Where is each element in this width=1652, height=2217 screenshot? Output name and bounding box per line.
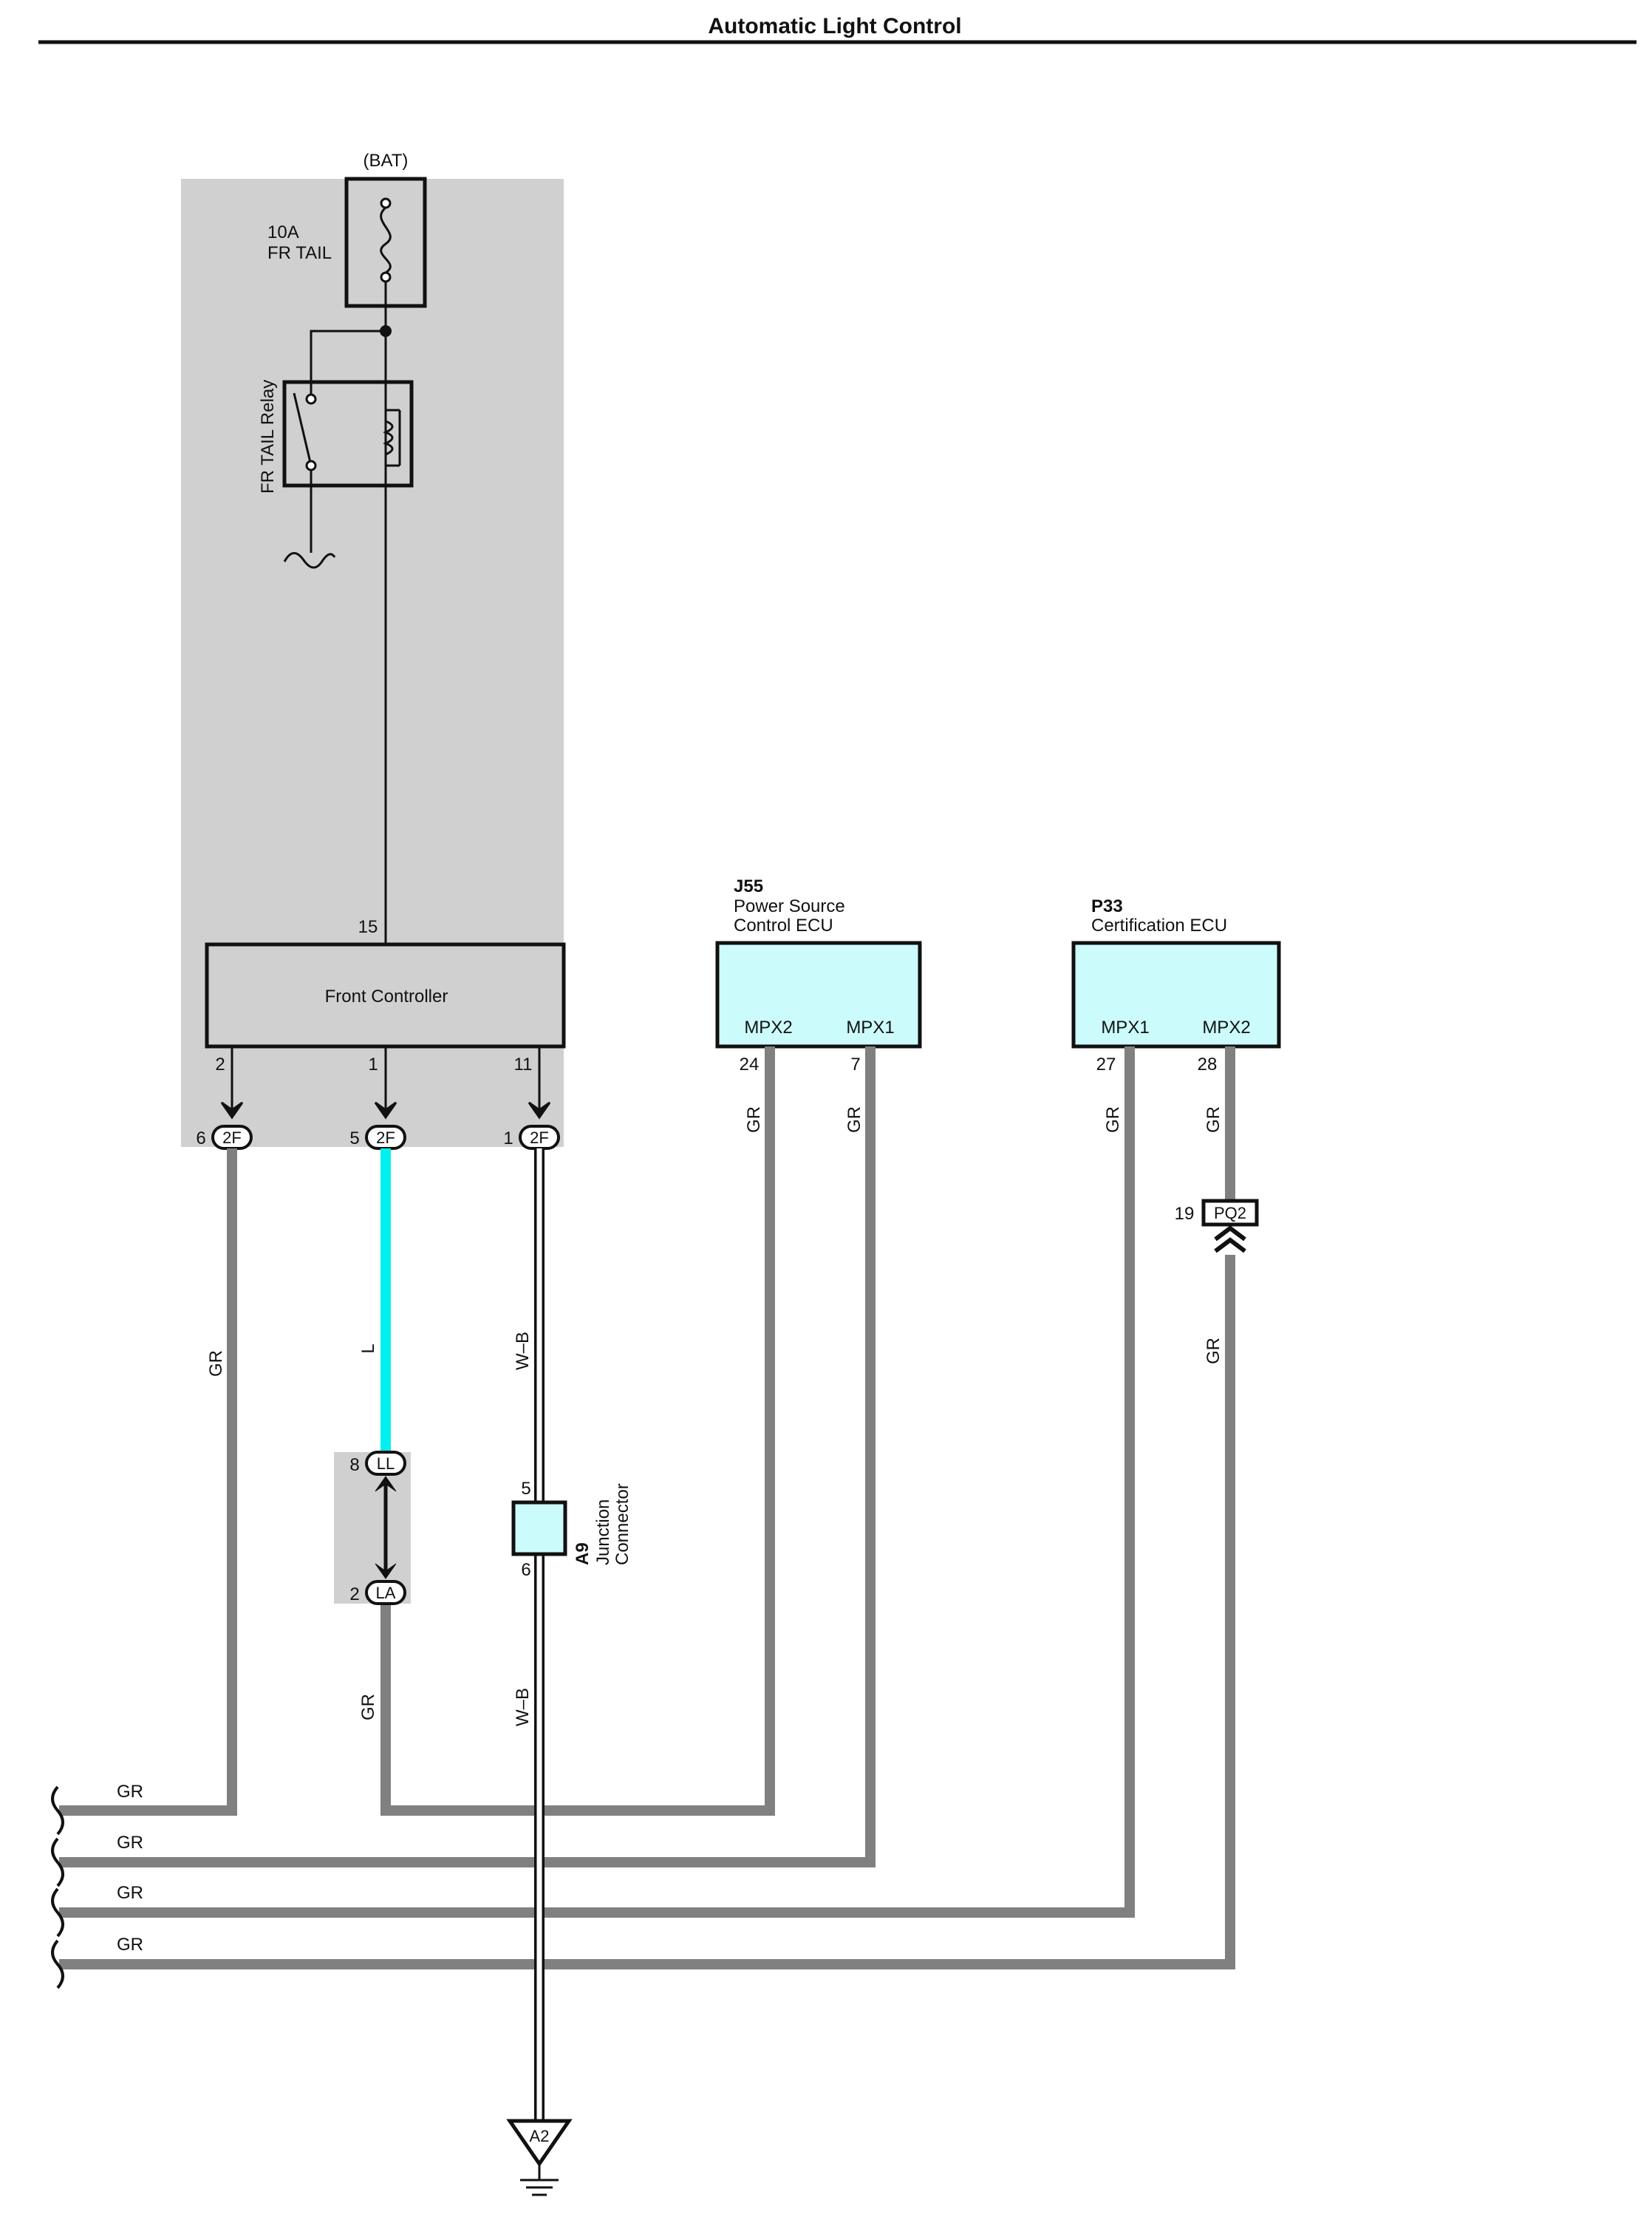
bus-label-2: GR: [117, 1833, 143, 1853]
bus-label-4: GR: [117, 1935, 143, 1955]
fc-pin-1: 1: [368, 1055, 378, 1075]
p33-pin-27: 27: [1096, 1055, 1116, 1075]
connector-ll: LL: [365, 1451, 406, 1476]
connector-pq2: PQ2: [1201, 1199, 1259, 1253]
fc-pin-2: 2: [215, 1055, 225, 1075]
j55-line2: Control ECU: [734, 916, 833, 936]
bus-continuation-waves: [51, 1785, 64, 1989]
page-title: Automatic Light Control: [708, 14, 961, 38]
svg-text:2F: 2F: [376, 1128, 395, 1147]
bus-label-1: GR: [117, 1782, 143, 1802]
fuse-rating-label: 10A: [267, 222, 299, 242]
fuse-name-label: FR TAIL: [267, 243, 332, 263]
wire-label-gr-j55-7: GR: [844, 1106, 864, 1133]
j55-pin-24: 24: [740, 1055, 760, 1075]
p33-pin-28: 28: [1198, 1055, 1218, 1075]
p33-term-mpx2: MPX2: [1202, 1018, 1250, 1038]
svg-text:LA: LA: [376, 1584, 396, 1602]
j55-line1: Power Source: [734, 896, 845, 916]
gr-wires: [59, 1046, 1235, 1969]
wire-label-gr-j55-24: GR: [744, 1106, 764, 1133]
conn-pin-6: 6: [196, 1128, 205, 1148]
shaded-region-ll-la: [334, 1452, 411, 1604]
svg-text:A2: A2: [530, 2127, 550, 2145]
wire-label-gr-p33-27: GR: [1103, 1106, 1123, 1133]
a9-code: A9: [573, 1542, 593, 1565]
p33-ecu-box: [1071, 941, 1281, 1049]
fc-pin-15: 15: [358, 917, 378, 937]
relay-name-label: FR TAIL Relay: [258, 380, 278, 494]
svg-text:2F: 2F: [530, 1128, 549, 1147]
connector-2f-6: 2F: [211, 1125, 253, 1150]
la-pin: 2: [349, 1584, 359, 1604]
wire-label-gr-p33-28: GR: [1204, 1106, 1223, 1133]
ll-la-link: [375, 1476, 397, 1579]
j55-term-mpx1: MPX1: [846, 1018, 894, 1038]
svg-text:2F: 2F: [222, 1128, 242, 1147]
wire-label-wb-upper: W–B: [513, 1332, 533, 1370]
ll-pin: 8: [349, 1455, 359, 1475]
relay-fr-tail: [282, 330, 414, 522]
ground-a2: A2: [506, 2119, 573, 2196]
pq2-pin: 19: [1175, 1204, 1195, 1224]
wire-label-gr-pq2: GR: [1204, 1338, 1223, 1364]
conn-pin-5: 5: [349, 1128, 359, 1148]
wire-label-wb-lower: W–B: [513, 1688, 533, 1726]
connector-la: LA: [365, 1580, 406, 1605]
wire-label-l: L: [358, 1344, 378, 1353]
svg-text:LL: LL: [377, 1454, 395, 1473]
svg-text:PQ2: PQ2: [1214, 1204, 1246, 1222]
wire-label-gr-la: GR: [358, 1694, 378, 1720]
p33-code: P33: [1091, 896, 1123, 916]
j55-code: J55: [734, 876, 763, 896]
a9-line2: Connector: [612, 1483, 632, 1565]
conn-pin-1: 1: [503, 1128, 513, 1148]
j55-ecu-box: [715, 941, 922, 1049]
wire-label-gr-fc6: GR: [206, 1350, 226, 1377]
a9-pin-in: 5: [521, 1479, 530, 1499]
p33-line1: Certification ECU: [1091, 916, 1227, 936]
relay-continuation-symbol: [283, 552, 336, 569]
fc-leads: [220, 1046, 551, 1120]
a9-pin-out: 6: [521, 1560, 530, 1580]
a9-line1: Junction: [593, 1499, 613, 1565]
p33-term-mpx1: MPX1: [1101, 1018, 1149, 1038]
fuse-source-label: (BAT): [363, 151, 409, 171]
fc-pin-11: 11: [514, 1055, 533, 1075]
connector-2f-5: 2F: [365, 1125, 406, 1150]
a9-junction-box: [511, 1500, 567, 1556]
j55-term-mpx2: MPX2: [744, 1018, 792, 1038]
bus-label-3: GR: [117, 1883, 143, 1903]
front-controller-label: Front Controller: [325, 987, 448, 1007]
j55-pin-7: 7: [850, 1055, 860, 1075]
connector-2f-1: 2F: [519, 1125, 560, 1150]
